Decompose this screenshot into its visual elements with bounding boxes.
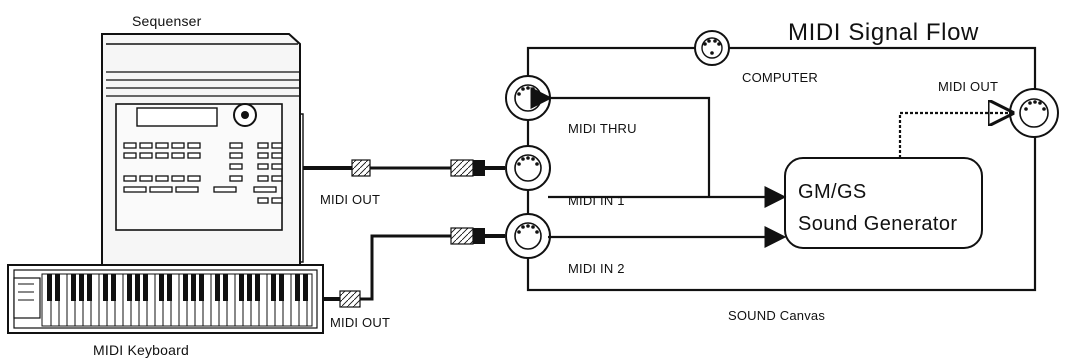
diagram-title: MIDI Signal Flow [788, 19, 979, 46]
midi-in-2-label: MIDI IN 2 [568, 261, 625, 276]
keyboard-cable [323, 227, 505, 308]
out-flow-line [898, 113, 1010, 158]
thru-flow-line [530, 87, 711, 197]
midi-keyboard-icon [7, 264, 324, 334]
midi-in-1-connector [505, 145, 551, 191]
midi-thru-label: MIDI THRU [568, 121, 637, 136]
midi-in-1-label: MIDI IN 1 [568, 193, 625, 208]
midi-out-right-connector [1009, 88, 1059, 138]
sound-generator-line2: Sound Generator [798, 213, 957, 235]
midi-din-connector-icon [694, 30, 730, 66]
keyboard-midi-out-label: MIDI OUT [330, 315, 390, 330]
midi-thru-connector [505, 75, 551, 121]
midi-out-right-label: MIDI OUT [938, 79, 998, 94]
sequencer-device-icon [101, 33, 304, 333]
keyboard-label: MIDI Keyboard [93, 342, 189, 358]
sequencer-midi-out-label: MIDI OUT [320, 192, 380, 207]
sound-generator-line1: GM/GS [798, 181, 867, 203]
computer-label: COMPUTER [742, 70, 818, 85]
sequencer-label: Sequenser [132, 13, 202, 29]
sequencer-cable [303, 159, 505, 177]
midi-in-2-connector [505, 213, 551, 259]
sound-canvas-label: SOUND Canvas [728, 308, 825, 323]
